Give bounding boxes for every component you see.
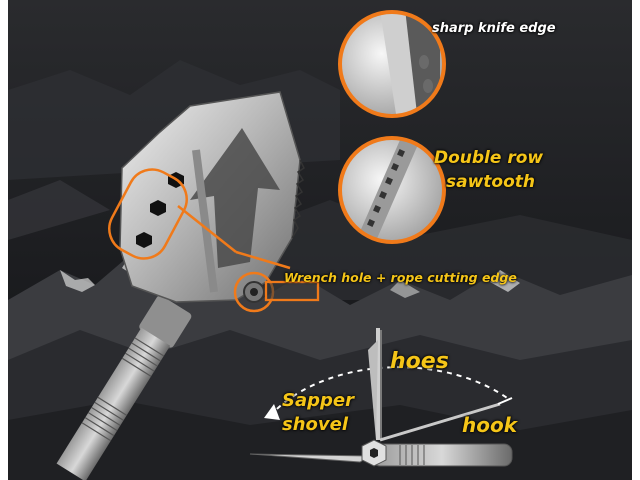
label-sapper-shovel: Sapper shovel <box>282 389 354 437</box>
label-hoes: hoes <box>390 349 449 374</box>
label-double-row-line1: Double row <box>434 148 544 168</box>
multitool-handle <box>361 439 513 467</box>
label-double-row-sawtooth: Double row sawtooth <box>434 146 543 194</box>
hoe-tool <box>368 328 382 440</box>
label-sharp-knife-edge: sharp knife edge <box>432 21 556 36</box>
label-hook: hook <box>462 413 518 437</box>
label-sapper-line1: Sapper <box>282 390 354 411</box>
arc-arrow-icon <box>264 404 280 420</box>
rotation-arc <box>269 366 511 417</box>
label-sapper-line2: shovel <box>282 414 349 435</box>
label-wrench-hole: Wrench hole + rope cutting edge <box>284 270 517 285</box>
zoom-sawtooth <box>338 136 446 244</box>
shovel-handle <box>56 295 192 480</box>
label-double-row-line2: sawtooth <box>446 172 536 192</box>
hook-tool <box>379 397 513 442</box>
